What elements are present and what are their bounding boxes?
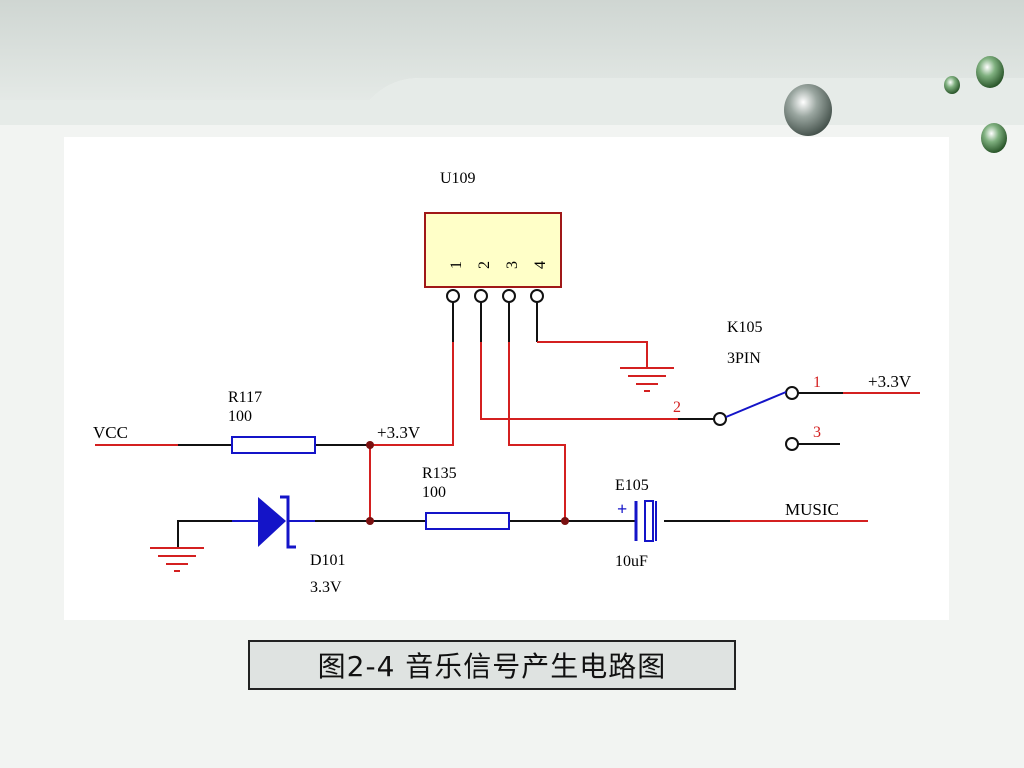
red-wires: [95, 341, 920, 522]
r135-value-label: 100: [422, 484, 446, 501]
k105-pin1-label: 1: [813, 374, 821, 391]
e105-value-label: 10uF: [615, 553, 648, 570]
capacitor-e105: + E105 10uF: [615, 477, 657, 570]
water-drop-icon: [981, 123, 1007, 153]
net-label-vcc: VCC: [93, 423, 128, 442]
u109-pin-label: 4: [532, 261, 549, 269]
k105-pin3-label: 3: [813, 424, 821, 441]
pin-circle: [502, 289, 516, 303]
e105-ref-label: E105: [615, 477, 649, 494]
water-drop-icon: [944, 76, 960, 94]
junction-dots: [366, 441, 569, 525]
net-label-supply-switch: +3.3V: [868, 372, 912, 391]
d101-value-label: 3.3V: [310, 579, 342, 596]
water-drop-icon: [976, 56, 1004, 88]
pin-circle: [446, 289, 460, 303]
u109-pin-label: 1: [448, 261, 465, 269]
d101-ref-label: D101: [310, 552, 346, 569]
resistor-r117: R117 100: [228, 389, 316, 454]
e105-polarity: +: [617, 499, 627, 519]
ground-symbol: [620, 367, 674, 392]
net-label-music: MUSIC: [785, 500, 839, 519]
zener-diode-d101: D101 3.3V: [232, 495, 346, 596]
pin-circle: [474, 289, 488, 303]
u109-chip: U109 1 2 3 4: [424, 170, 562, 303]
chip-leads: [452, 302, 538, 342]
r117-ref-label: R117: [228, 389, 262, 406]
switch-k105: K105 3PIN 1 2 3: [673, 319, 821, 451]
net-label-supply: +3.3V: [377, 423, 421, 442]
k105-pin2-label: 2: [673, 399, 681, 416]
r117-value-label: 100: [228, 408, 252, 425]
ground-symbol: [150, 547, 204, 572]
water-drop-icon: [784, 84, 832, 136]
k105-type-label: 3PIN: [727, 350, 761, 367]
r135-ref-label: R135: [422, 465, 457, 482]
k105-ref-label: K105: [727, 319, 763, 336]
resistor-r135: R135 100: [422, 465, 510, 530]
u109-pin-label: 3: [504, 261, 521, 269]
figure-caption: 图2-4 音乐信号产生电路图: [248, 640, 736, 690]
pin-circle: [530, 289, 544, 303]
u109-ref-label: U109: [440, 170, 476, 187]
u109-pin-label: 2: [476, 261, 493, 269]
